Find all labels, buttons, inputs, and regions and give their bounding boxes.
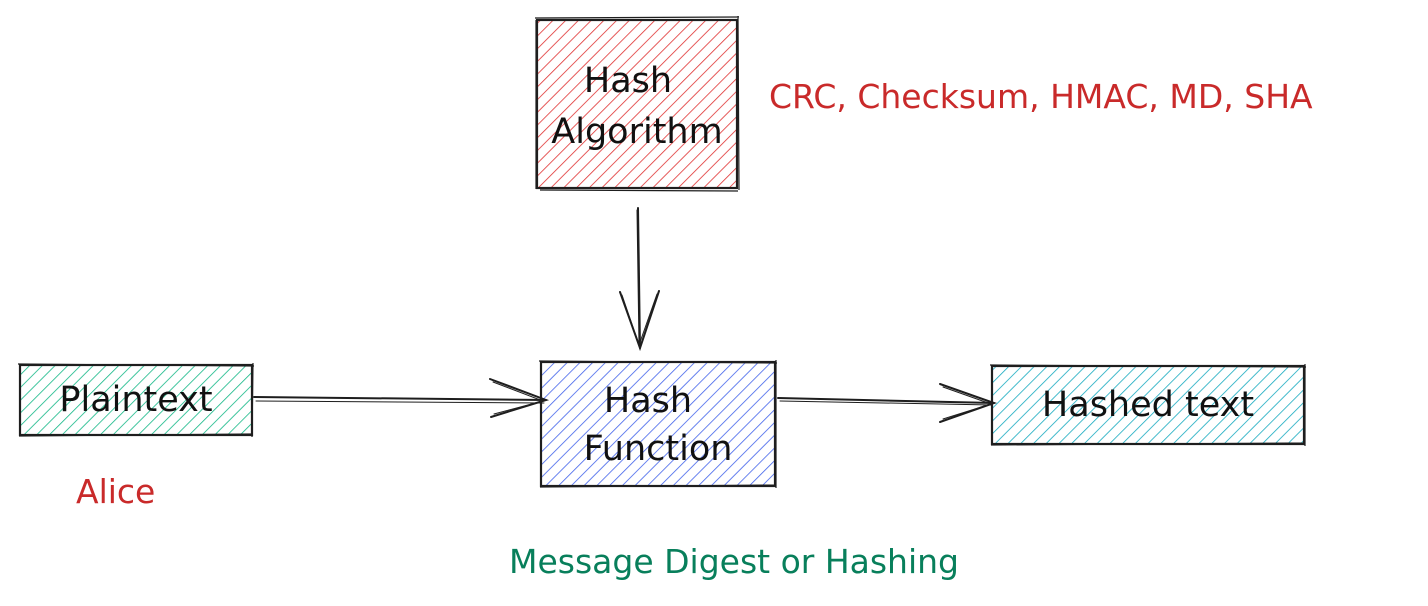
algorithms-annotation: CRC, Checksum, HMAC, MD, SHA	[769, 77, 1313, 116]
hash-algorithm-label-line1: Hash	[584, 61, 672, 101]
hashed-text-label: Hashed text	[1042, 385, 1254, 425]
diagram-caption: Message Digest or Hashing	[509, 542, 959, 581]
hash-algorithm-node: Hash Algorithm	[534, 15, 740, 192]
hash-function-label-line1: Hash	[604, 381, 692, 421]
hash-function-sketch-outline	[538, 360, 778, 488]
plaintext-label: Plaintext	[59, 380, 212, 420]
hash-algorithm-label-line2: Algorithm	[551, 112, 722, 152]
arrow-function-to-hashed	[777, 383, 998, 423]
hash-algorithm-box	[535, 18, 739, 190]
arrow-plaintext-to-function	[253, 378, 550, 418]
plaintext-node: Plaintext	[17, 362, 255, 438]
hash-algorithm-sketch-outline	[534, 15, 740, 192]
alice-annotation: Alice	[76, 472, 155, 511]
hash-function-label-line2: Function	[584, 429, 733, 469]
hash-function-node: Hash Function	[538, 360, 778, 488]
hashed-text-node: Hashed text	[989, 364, 1307, 446]
arrow-algorithm-to-function	[619, 207, 660, 352]
plaintext-sketch-outline	[17, 362, 255, 438]
hashed-text-sketch-outline	[989, 364, 1307, 446]
